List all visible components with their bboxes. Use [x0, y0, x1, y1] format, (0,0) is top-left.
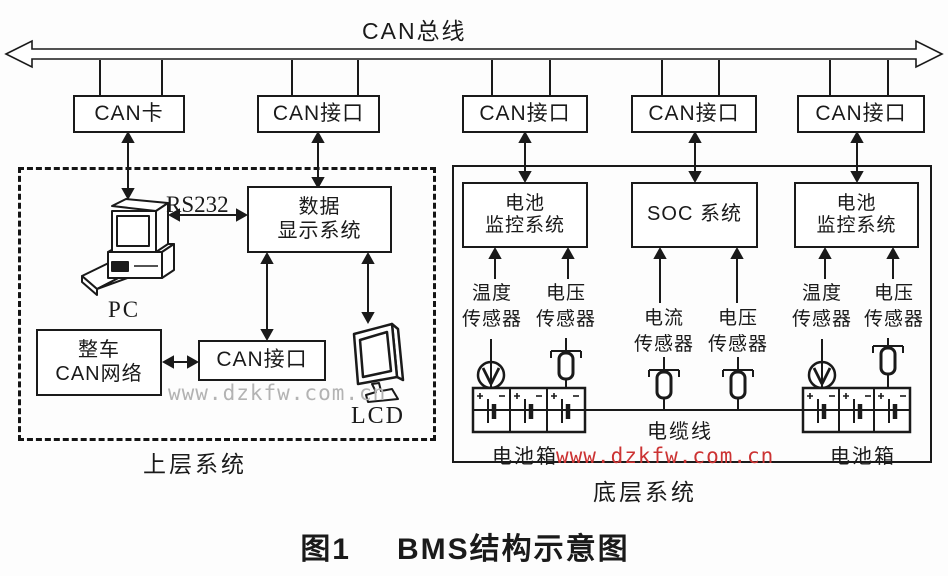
temp-sensor-label: 温度 传感器 — [461, 283, 522, 330]
volt-sensor-label: 电压 传感器 — [707, 308, 768, 355]
battery-monitor-system-box: 电池 监控系统 — [794, 182, 919, 248]
lower-system-label: 底层系统 — [593, 479, 697, 505]
cable-line-label: 电缆线 — [647, 421, 713, 443]
figure-number: 图1 — [300, 533, 351, 566]
sensor-arrows — [488, 246, 900, 303]
current-sensor-label: 电流 传感器 — [633, 308, 694, 355]
temperature-sensor-icon — [476, 360, 506, 390]
current-sensor-icon — [647, 368, 681, 400]
inner-can-interface-box: CAN接口 — [198, 340, 326, 381]
pc-icon — [81, 198, 175, 296]
can-interface-box: CAN接口 — [462, 95, 588, 133]
volt-sensor-label: 电压 传感器 — [863, 283, 924, 330]
lcd-label: LCD — [351, 403, 405, 429]
voltage-sensor-icon — [721, 368, 755, 400]
can-interface-box: CAN接口 — [631, 95, 757, 133]
upper-system-container — [18, 167, 436, 441]
rs232-label: RS232 — [166, 192, 229, 217]
figure-caption: 图1 BMS结构示意图 — [245, 524, 685, 568]
lower-system-container — [452, 165, 932, 463]
watermark-red: www.dzkfw.com.cn — [556, 444, 775, 468]
watermark-gray: www.dzkfw.com.cn — [168, 381, 387, 405]
data-display-system-box: 数据 显示系统 — [247, 186, 392, 253]
battery-monitor-system-box: 电池 监控系统 — [462, 182, 588, 248]
link-arrows — [121, 130, 864, 369]
can-bus-label: CAN总线 — [362, 18, 467, 44]
figure-title: BMS结构示意图 — [397, 533, 630, 566]
can-bus-arrow — [4, 39, 944, 69]
can-interface-box: CAN接口 — [257, 95, 380, 133]
temp-sensor-label: 温度 传感器 — [791, 283, 852, 330]
bus-drop-lines — [99, 60, 889, 96]
battery-box-icon — [803, 386, 911, 434]
battery-box-label: 电池箱 — [492, 446, 558, 468]
temperature-sensor-icon — [807, 360, 837, 390]
volt-sensor-label: 电压 传感器 — [535, 283, 596, 330]
soc-system-box: SOC 系统 — [631, 182, 758, 248]
sensor-wires — [490, 338, 889, 411]
upper-system-label: 上层系统 — [143, 451, 247, 477]
can-interface-box: CAN接口 — [797, 95, 925, 133]
vehicle-can-network-box: 整车 CAN网络 — [36, 329, 162, 396]
pc-label: PC — [108, 297, 141, 322]
voltage-sensor-icon — [871, 344, 905, 376]
battery-box-label: 电池箱 — [830, 446, 896, 468]
battery-box-icon — [473, 386, 587, 434]
voltage-sensor-icon — [549, 349, 583, 381]
lcd-icon — [352, 322, 405, 403]
can-card-box: CAN卡 — [73, 95, 185, 133]
